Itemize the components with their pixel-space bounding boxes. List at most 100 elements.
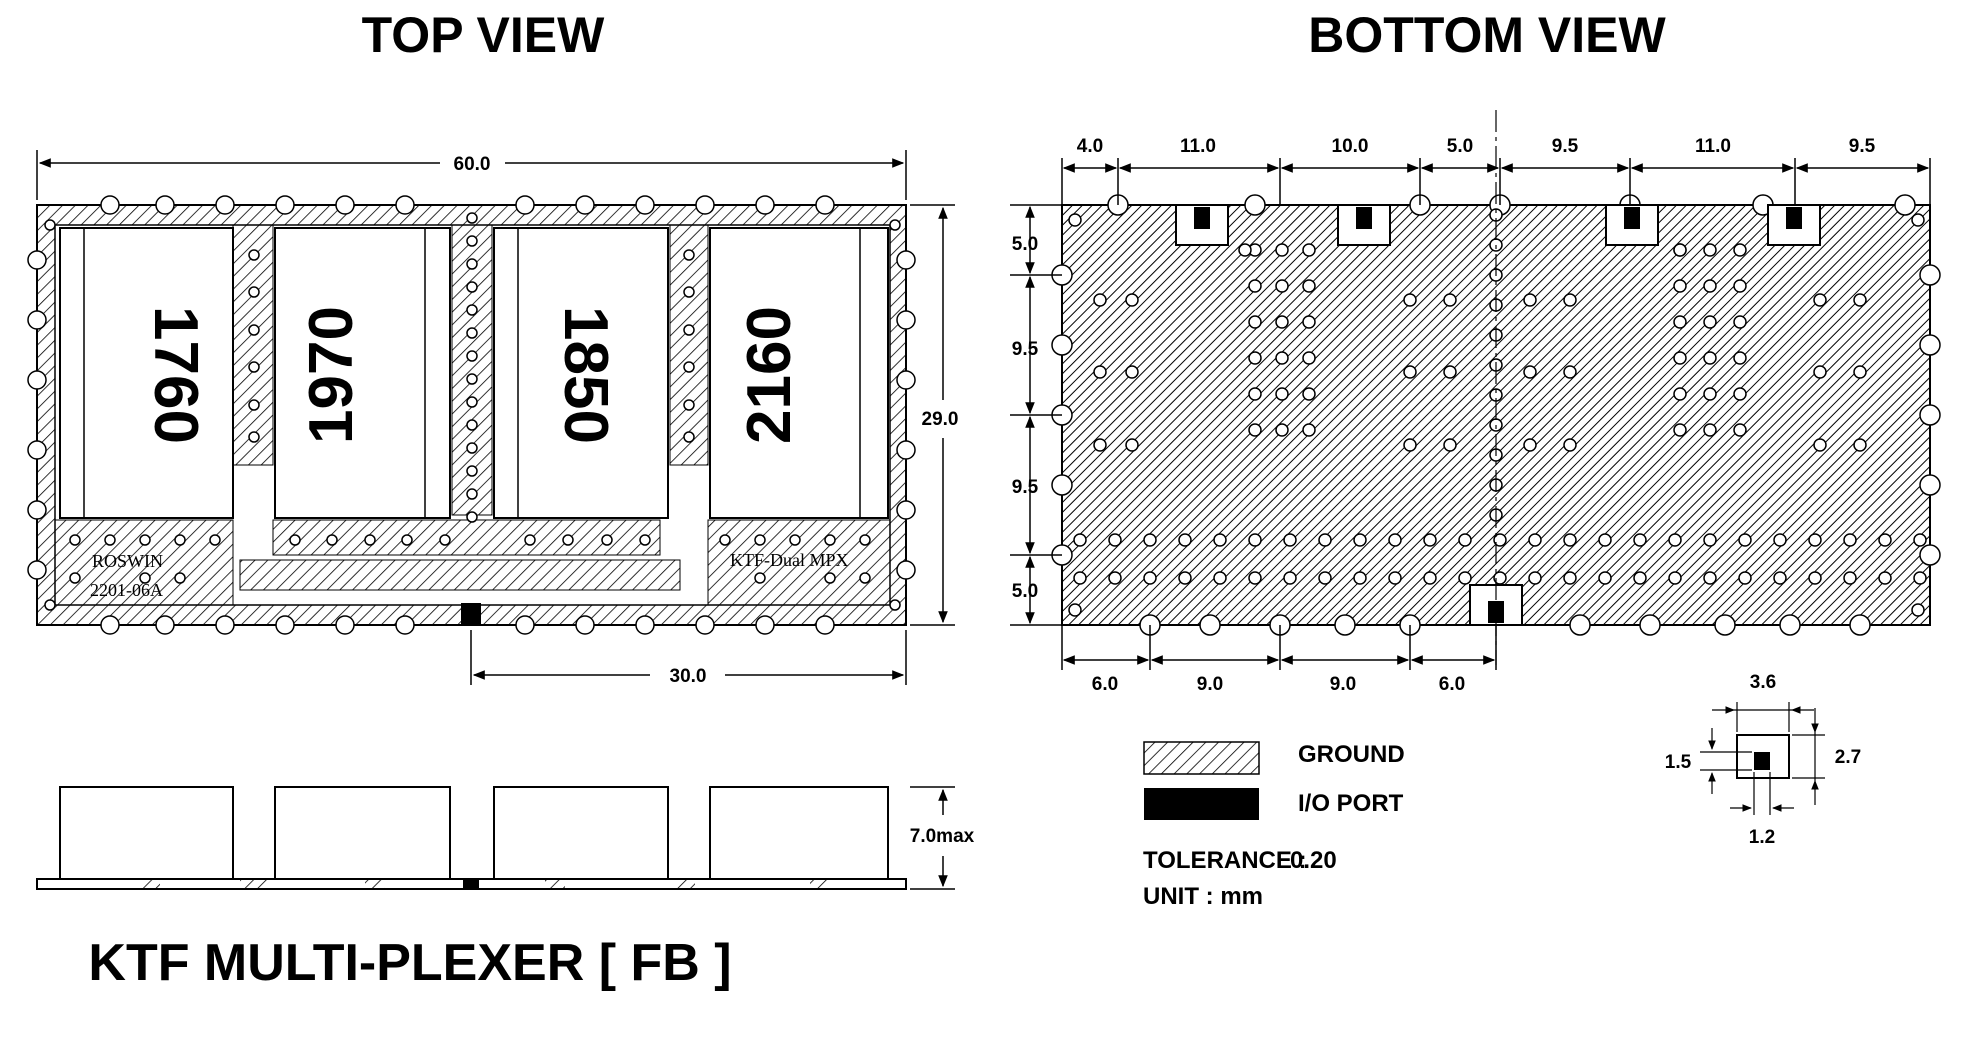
- via-hole: [1703, 279, 1717, 293]
- marking-ktf-dual-mpx: KTF-Dual MPX: [730, 550, 849, 570]
- via-hole: [1178, 571, 1192, 585]
- via-hole: [248, 249, 260, 261]
- edge-notch: [155, 615, 175, 635]
- side-hatch: [365, 880, 385, 888]
- edge-notch: [815, 195, 835, 215]
- edge-notch: [1919, 474, 1941, 496]
- via-hole: [1913, 571, 1927, 585]
- via-hole: [1275, 279, 1289, 293]
- via-hole: [1733, 351, 1747, 365]
- via-hole: [1911, 213, 1925, 227]
- edge-notch: [1569, 614, 1591, 636]
- edge-notch: [27, 440, 47, 460]
- bottom-top-dim-4: 5.0: [1447, 136, 1473, 157]
- via-hole: [1283, 533, 1297, 547]
- edge-notch: [27, 370, 47, 390]
- via-hole: [1275, 315, 1289, 329]
- edge-notch: [1199, 614, 1221, 636]
- side-view: 7.0max: [36, 786, 975, 890]
- via-hole: [1563, 365, 1577, 379]
- side-hatch: [810, 880, 830, 888]
- bottom-top-dim-3: 10.0: [1332, 136, 1369, 157]
- bottom-top-dim-5: 9.5: [1552, 136, 1579, 157]
- tolerance-value: 0.20: [1290, 847, 1337, 874]
- chip-1970: 1970: [274, 227, 451, 519]
- via-hole: [248, 286, 260, 298]
- edge-notch: [515, 195, 535, 215]
- via-hole: [1673, 351, 1687, 365]
- via-hole: [248, 431, 260, 443]
- edge-notch: [575, 195, 595, 215]
- via-hole: [1813, 365, 1827, 379]
- via-hole: [889, 599, 901, 611]
- port-inner-width-dim: 1.2: [1749, 827, 1775, 848]
- via-hole: [1843, 571, 1857, 585]
- via-hole: [1668, 571, 1682, 585]
- chip-label-1850: 1850: [551, 306, 620, 444]
- via-hole: [466, 212, 478, 224]
- io-pad: [1337, 204, 1391, 246]
- via-hole: [1493, 571, 1507, 585]
- via-hole: [1458, 571, 1472, 585]
- via-hole: [1283, 571, 1297, 585]
- via-hole: [1733, 243, 1747, 257]
- bottom-top-dim-6: 11.0: [1695, 136, 1731, 157]
- via-hole: [1248, 387, 1262, 401]
- port-width-dim: 3.6: [1750, 672, 1776, 693]
- via-hole: [466, 511, 478, 523]
- via-hole: [1598, 571, 1612, 585]
- io-pad: [1175, 204, 1229, 246]
- via-hole: [683, 431, 695, 443]
- port-height-dim: 2.7: [1835, 747, 1861, 768]
- via-hole: [1733, 387, 1747, 401]
- chip-label-1760: 1760: [141, 306, 210, 444]
- io-pad: [1605, 204, 1659, 246]
- top-view: 60.0 1760 1970 1850: [27, 150, 958, 687]
- edge-notch: [100, 615, 120, 635]
- edge-notch: [1894, 194, 1916, 216]
- side-hatch: [240, 880, 268, 888]
- via-hole: [1403, 365, 1417, 379]
- edge-notch: [1334, 614, 1356, 636]
- via-hole: [466, 304, 478, 316]
- via-hole: [1108, 533, 1122, 547]
- edge-notch: [275, 195, 295, 215]
- via-hole: [1733, 423, 1747, 437]
- bottom-left-dim-2: 9.5: [1012, 339, 1039, 360]
- via-hole: [104, 534, 116, 546]
- edge-notch: [695, 195, 715, 215]
- via-hole: [1733, 315, 1747, 329]
- via-hole: [1853, 365, 1867, 379]
- via-hole: [466, 373, 478, 385]
- bottom-left-dim-3: 9.5: [1012, 477, 1039, 498]
- edge-notch: [335, 195, 355, 215]
- edge-notch: [635, 615, 655, 635]
- bottom-bottom-dim-3: 9.0: [1330, 674, 1356, 695]
- side-height-dim: 7.0max: [910, 826, 975, 847]
- via-hole: [69, 572, 81, 584]
- via-hole: [889, 219, 901, 231]
- via-hole: [1248, 533, 1262, 547]
- edge-notch: [335, 615, 355, 635]
- edge-notch: [27, 250, 47, 270]
- via-hole: [1093, 438, 1107, 452]
- via-hole: [466, 419, 478, 431]
- via-hole: [1853, 293, 1867, 307]
- via-hole: [1668, 533, 1682, 547]
- via-hole: [209, 534, 221, 546]
- edge-notch: [1051, 334, 1073, 356]
- side-hatch: [675, 880, 695, 888]
- via-hole: [1302, 315, 1316, 329]
- via-hole: [683, 249, 695, 261]
- via-hole: [466, 396, 478, 408]
- via-hole: [466, 327, 478, 339]
- chip-2160: 2160: [709, 227, 889, 519]
- edge-notch: [1639, 614, 1661, 636]
- via-hole: [1125, 293, 1139, 307]
- via-hole: [1388, 533, 1402, 547]
- via-hole: [639, 534, 651, 546]
- via-hole: [1353, 533, 1367, 547]
- edge-notch: [1919, 404, 1941, 426]
- via-hole: [1318, 571, 1332, 585]
- via-hole: [1125, 438, 1139, 452]
